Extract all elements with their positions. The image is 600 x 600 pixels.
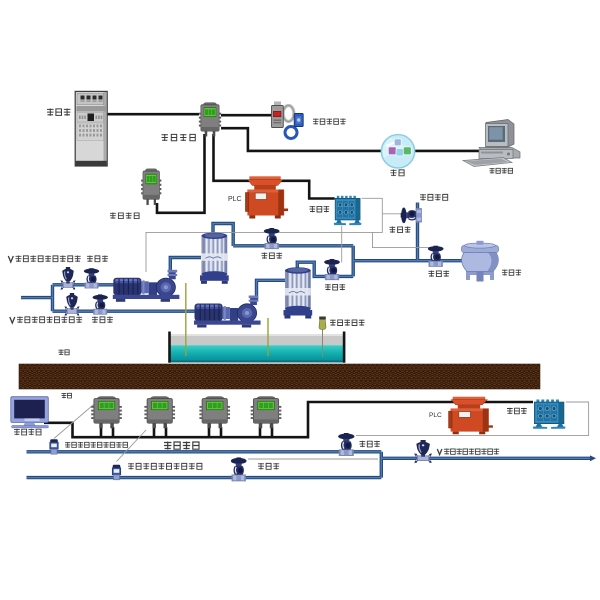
svg-text:PLC: PLC: [228, 196, 242, 203]
svg-text:PLC: PLC: [429, 412, 442, 419]
